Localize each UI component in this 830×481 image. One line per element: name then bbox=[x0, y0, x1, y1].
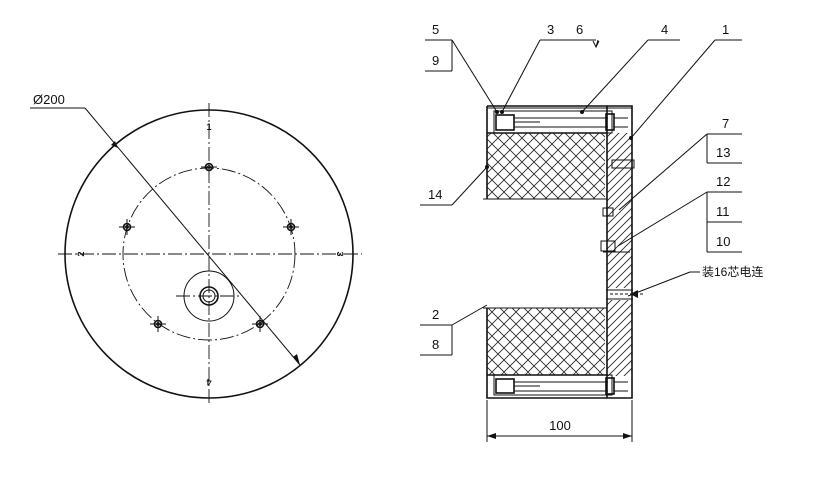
end-plate-hatch bbox=[607, 133, 632, 376]
front-view: 1 2 3 4 Ø200 bbox=[30, 92, 362, 406]
section-outline bbox=[486, 105, 633, 399]
pole-mark-top: 1 bbox=[206, 122, 211, 132]
callout-4: 4 bbox=[661, 22, 668, 37]
connector-note: 装16芯电连 bbox=[702, 264, 763, 279]
diameter-label: Ø200 bbox=[33, 92, 65, 107]
pole-mark-left: 2 bbox=[76, 251, 86, 256]
callout-14: 14 bbox=[428, 187, 442, 202]
callout-12: 12 bbox=[716, 174, 730, 189]
callout-2: 2 bbox=[432, 307, 439, 322]
bolt-hole bbox=[283, 219, 299, 235]
pole-mark-right: 3 bbox=[335, 251, 345, 256]
callout-9: 9 bbox=[432, 53, 439, 68]
leader-lines bbox=[420, 39, 742, 356]
section-view: 100 bbox=[420, 22, 763, 442]
bolt-hole bbox=[119, 219, 135, 235]
bolt-hole bbox=[201, 162, 217, 172]
bore-gap bbox=[483, 199, 607, 308]
callout-6: 6 bbox=[576, 22, 583, 37]
callout-labels: 5 9 3 6 4 1 7 13 12 11 10 14 2 8 装16芯电连 bbox=[428, 22, 763, 352]
diameter-dimension: Ø200 bbox=[30, 92, 301, 366]
callout-1: 1 bbox=[722, 22, 729, 37]
callout-8: 8 bbox=[432, 337, 439, 352]
width-dimension: 100 bbox=[486, 400, 633, 442]
lower-bolt-pocket bbox=[493, 374, 613, 396]
callout-13: 13 bbox=[716, 145, 730, 160]
callout-10: 10 bbox=[716, 234, 730, 249]
lower-body-hatch bbox=[487, 308, 605, 375]
bolt-hole bbox=[150, 316, 166, 332]
pole-mark-bottom: 4 bbox=[206, 377, 211, 387]
callout-11: 11 bbox=[716, 204, 730, 219]
upper-body-hatch bbox=[487, 133, 605, 199]
callout-5: 5 bbox=[432, 22, 439, 37]
callout-3: 3 bbox=[547, 22, 554, 37]
width-label: 100 bbox=[549, 418, 571, 433]
callout-7: 7 bbox=[722, 116, 729, 131]
